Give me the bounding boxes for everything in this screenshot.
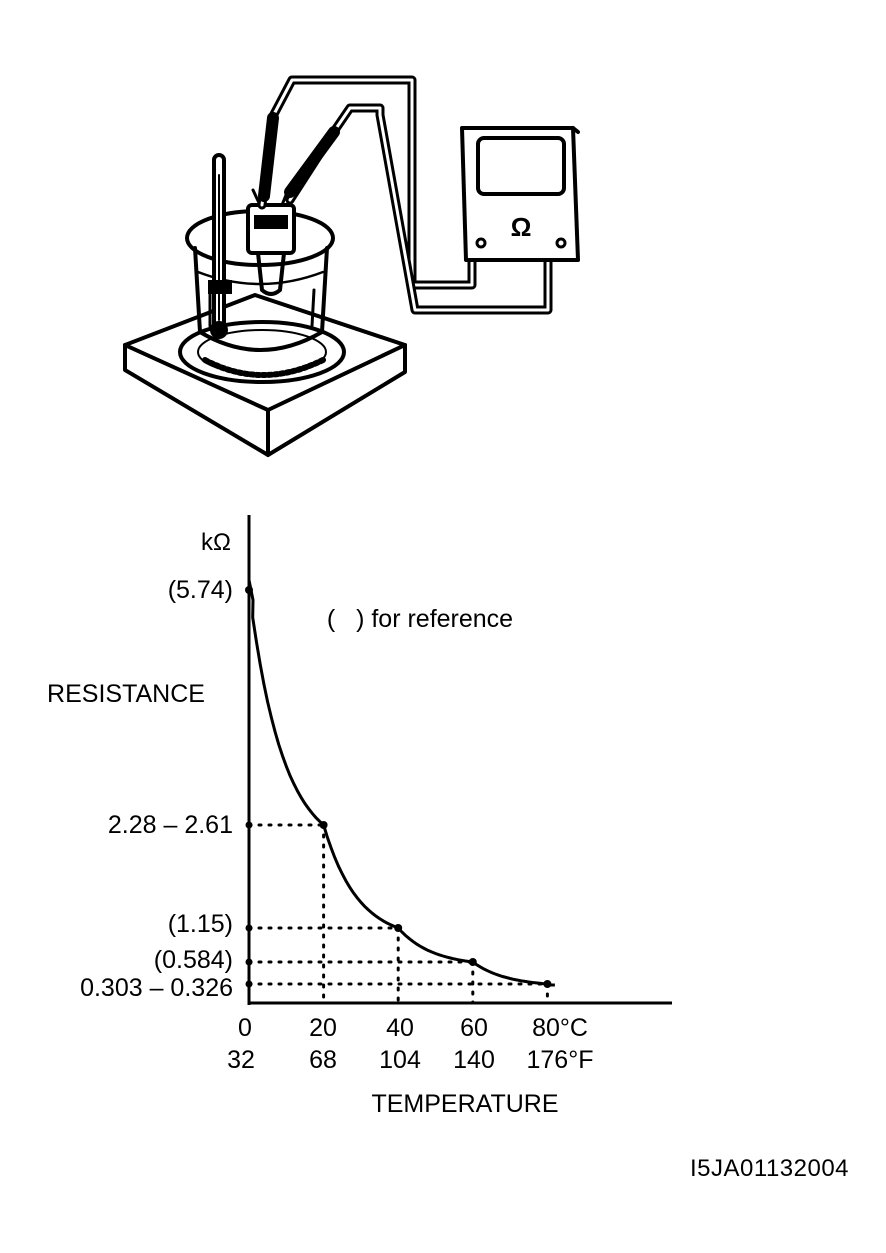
reference-note: ( ) for reference: [327, 605, 513, 633]
x-tick-label-fahrenheit: 68: [309, 1046, 337, 1074]
y-tick-label: 0.303 – 0.326: [80, 974, 233, 1002]
x-tick-label-fahrenheit: 140: [453, 1046, 495, 1074]
thermometer-icon: [208, 153, 232, 339]
sensor-icon: [246, 188, 296, 296]
figure-code: I5JA01132004: [690, 1155, 850, 1182]
y-tick-label: (5.74): [168, 576, 233, 604]
x-tick-label-fahrenheit: 104: [379, 1046, 421, 1074]
hot-plate-icon: [123, 293, 407, 457]
x-tick-label-fahrenheit: 176°F: [527, 1046, 594, 1074]
y-axis-marker: [245, 924, 253, 932]
y-axis-marker: [245, 958, 253, 966]
y-unit-label: kΩ: [201, 529, 231, 556]
x-tick-label-celsius: 0: [238, 1014, 252, 1042]
resistance-chart: (5.74) 2.28 – 2.61 (1.15) (0.584)0.303 – 0.…: [47, 515, 672, 1118]
x-tick-label-celsius: 20: [309, 1014, 337, 1042]
resistance-curve: [247, 579, 555, 987]
y-axis-marker: [245, 980, 253, 988]
y-tick-label: 2.28 – 2.61: [108, 811, 233, 839]
y-axis-marker: [245, 586, 253, 594]
data-point: [319, 821, 328, 829]
x-tick-label-celsius: 60: [460, 1014, 488, 1042]
data-point: [543, 980, 552, 988]
y-tick-label: (0.584): [154, 946, 233, 974]
data-point: [394, 924, 403, 932]
x-tick-label-celsius: 40: [386, 1014, 414, 1042]
x-tick-label-fahrenheit: 32: [227, 1046, 255, 1074]
data-point: [468, 958, 477, 966]
meter-symbol: Ω: [511, 212, 532, 242]
y-tick-label: (1.15): [168, 910, 233, 938]
x-tick-label-celsius: 80°C: [532, 1014, 588, 1042]
y-axis-marker: [245, 821, 253, 829]
apparatus-illustration: Ω: [123, 75, 580, 457]
test-leads-icon: [257, 75, 553, 315]
x-axis-label: TEMPERATURE: [371, 1090, 558, 1118]
ohmmeter-icon: [460, 126, 580, 262]
data-points: [245, 586, 552, 988]
y-axis-label: RESISTANCE: [47, 680, 205, 708]
tick-labels: (5.74) 2.28 – 2.61 (1.15) (0.584)0.303 – 0.…: [80, 576, 593, 1074]
